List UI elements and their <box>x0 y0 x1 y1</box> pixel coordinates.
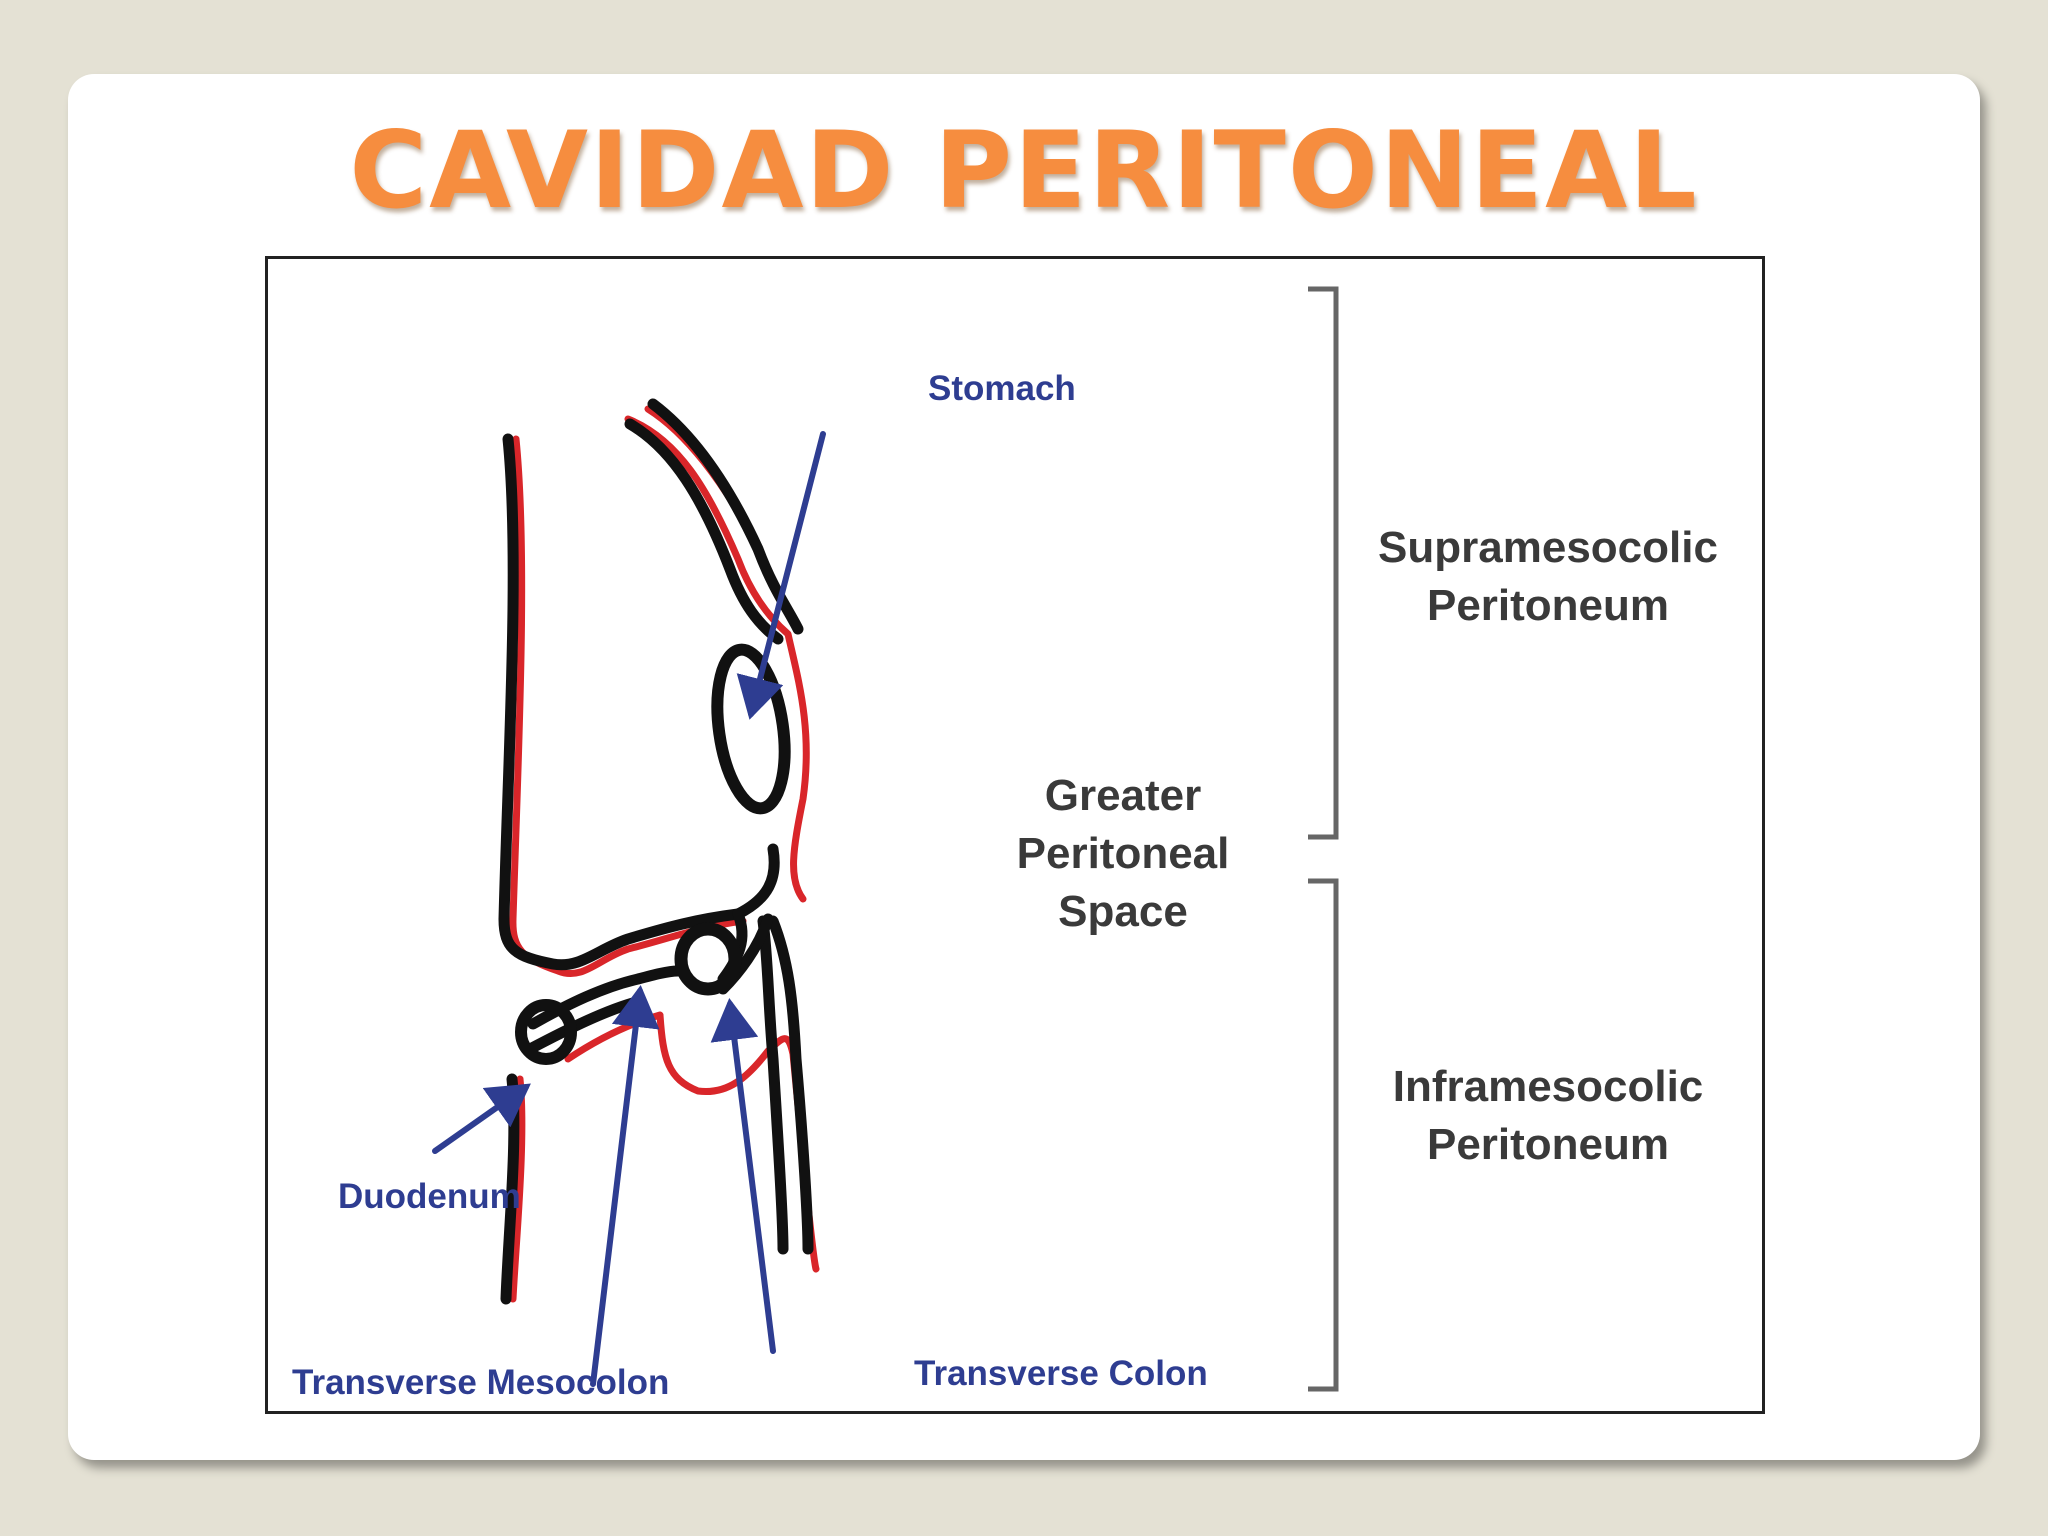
stomach-label: Stomach <box>928 369 1076 408</box>
duodenum-label: Duodenum <box>338 1177 521 1216</box>
inframesocolic-peritoneum-label: Inframesocolic Peritoneum <box>1392 1062 1704 1169</box>
mesocolon-pointer-arrow <box>590 985 660 1387</box>
slide-title: CAVIDAD PERITONEAL <box>349 109 1699 232</box>
region-braces <box>1308 286 1339 1392</box>
transverse-colon-shape <box>674 922 742 996</box>
peritoneal-diagram: Stomach Duodenum Transverse Mesocolon Tr… <box>265 256 1765 1414</box>
supramesocolic-brace <box>1308 286 1339 840</box>
stomach-shape <box>711 643 791 815</box>
colon-pointer-arrow <box>710 998 776 1354</box>
transverse-colon-label: Transverse Colon <box>914 1354 1208 1393</box>
transverse-mesocolon-label: Transverse Mesocolon <box>292 1363 670 1402</box>
organ-outlines <box>498 398 814 1305</box>
duodenum-shape <box>515 999 577 1065</box>
supramesocolic-peritoneum-label: Supramesocolic Peritoneum <box>1378 523 1718 630</box>
stomach-pointer-arrow <box>736 431 826 720</box>
inframesocolic-brace <box>1308 878 1339 1392</box>
greater-peritoneal-space-label: Greater Peritoneal Space <box>1016 771 1230 936</box>
diagram-drawing <box>432 286 1339 1392</box>
duodenum-pointer-arrow <box>432 1083 531 1154</box>
